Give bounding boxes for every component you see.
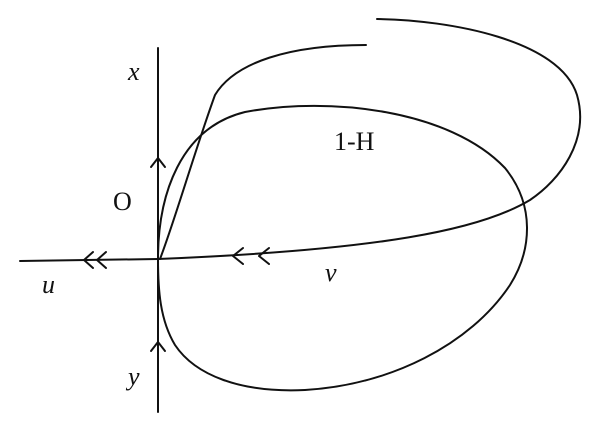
label-u: u (42, 270, 55, 299)
left-double-arrow-u (83, 251, 107, 269)
label-y: y (125, 362, 140, 391)
label-origin: O (113, 187, 132, 216)
label-orbit: 1-H (334, 127, 375, 156)
outer-trajectory-return-curve (157, 18, 582, 260)
homoclinic-loop-curve (157, 104, 528, 392)
label-x: x (127, 57, 140, 86)
left-double-arrow-v (232, 247, 270, 265)
label-v: v (325, 258, 337, 287)
upward-arrow-upper (150, 157, 166, 168)
outer-trajectory-curve (159, 44, 367, 260)
horizontal-axis (19, 258, 159, 262)
upward-arrow-lower (150, 341, 166, 352)
